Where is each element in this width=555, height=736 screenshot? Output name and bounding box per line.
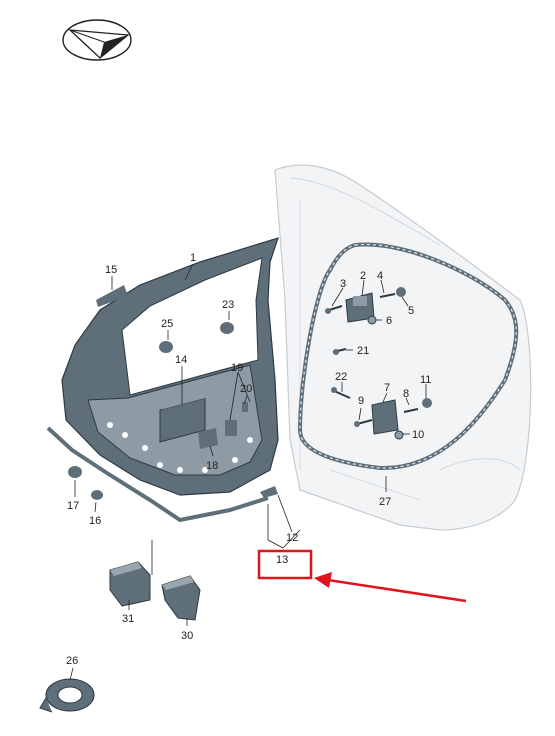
bottom-seal-strip: [46, 426, 269, 523]
callout-26: 26: [66, 655, 78, 667]
callout-21: 21: [357, 345, 369, 357]
car-body-outline: [274, 164, 532, 531]
callout-31: 31: [122, 613, 134, 625]
callout-22: 22: [335, 371, 347, 383]
bracket-part-31: [109, 561, 151, 607]
clip-part-20: [242, 402, 248, 412]
lower-hinge-parts-7-10: [331, 348, 432, 440]
callout-3: 3: [340, 278, 346, 290]
callout-5: 5: [408, 305, 414, 317]
clip-part-19: [225, 420, 237, 436]
door-frame-part-1: [61, 237, 279, 496]
plug-part-17: [68, 466, 82, 478]
callout-8: 8: [403, 388, 409, 400]
highlight-box: [257, 549, 313, 580]
callout-17: 17: [67, 500, 79, 512]
callout-7: 7: [384, 382, 390, 394]
callout-14: 14: [175, 354, 187, 366]
plug-part-16: [91, 490, 103, 500]
door-seal-part-27: [297, 242, 519, 471]
callout-20: 20: [240, 383, 252, 395]
bracket-part-30: [161, 575, 201, 621]
callout-23: 23: [222, 299, 234, 311]
callout-13: 13: [276, 554, 288, 566]
callout-10: 10: [412, 429, 424, 441]
bracket-part-18: [198, 428, 218, 449]
callout-27: 27: [379, 496, 391, 508]
callout-6: 6: [386, 315, 392, 327]
callout-2: 2: [360, 270, 366, 282]
leader-lines: [69, 263, 427, 681]
callout-25: 25: [161, 318, 173, 330]
callout-15: 15: [105, 264, 117, 276]
plug-part-25: [159, 341, 173, 353]
paper-plane-logo-icon: [62, 19, 132, 61]
clip-part-12: [260, 486, 278, 498]
tape-roll-part-26: [39, 678, 95, 713]
red-pointer-arrow-icon: [314, 572, 467, 603]
callout-30: 30: [181, 630, 193, 642]
upper-hinge-parts-2-6: [325, 287, 406, 325]
callout-4: 4: [377, 270, 383, 282]
sound-pad-part-14: [159, 396, 210, 443]
callout-labels: 1 2 3 4 5 6 7 8 9 10 11 12 13 14 15 16 1…: [66, 252, 431, 667]
callout-11: 11: [420, 374, 431, 386]
callout-1: 1: [190, 252, 196, 264]
callout-18: 18: [206, 460, 218, 472]
callout-9: 9: [358, 395, 364, 407]
sticker-part-15: [96, 285, 128, 307]
plug-part-23: [220, 322, 234, 334]
callout-19: 19: [231, 362, 243, 374]
callout-12: 12: [286, 532, 298, 544]
callout-16: 16: [89, 515, 101, 527]
